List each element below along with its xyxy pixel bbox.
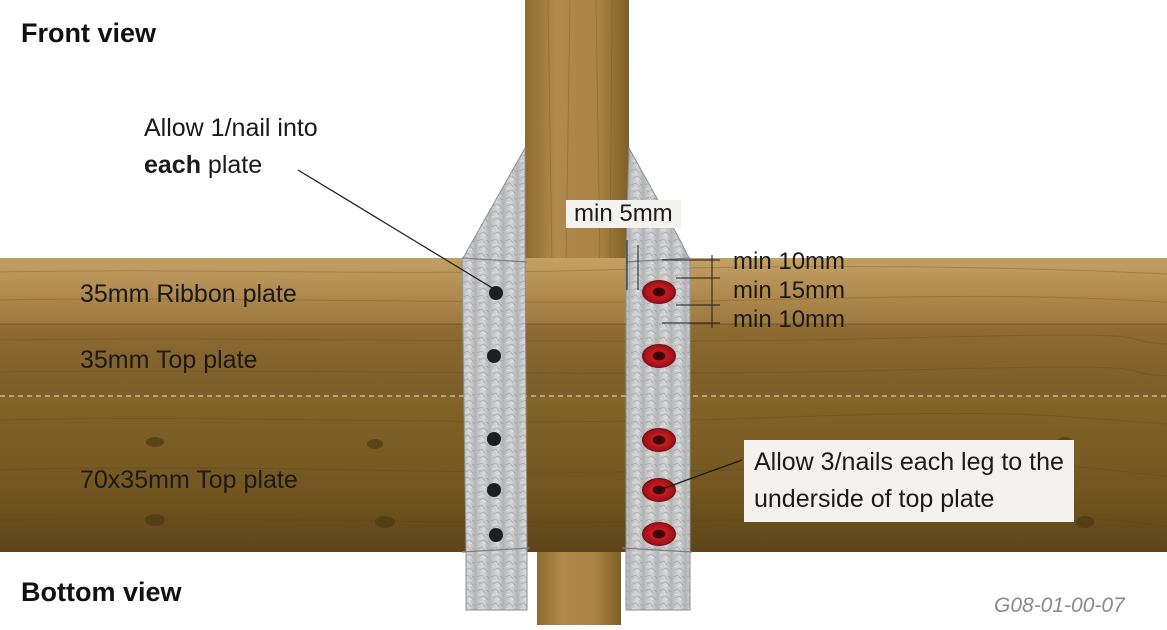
- top-plate: [0, 324, 1167, 396]
- steel-strap-left: [461, 146, 528, 611]
- knot: [145, 514, 165, 526]
- lower-stud: [537, 552, 621, 625]
- callout-bold-each: each: [144, 151, 201, 179]
- callout-nail-each-plate: Allow 1/nail into each plate: [144, 110, 318, 184]
- knot: [1076, 516, 1094, 528]
- figure-code: G08-01-00-07: [994, 594, 1125, 617]
- callout-nails-leg-line2: underside of top plate: [754, 485, 995, 513]
- ribbon-plate-label: 35mm Ribbon plate: [80, 280, 297, 308]
- nail-black: [487, 349, 501, 363]
- dim-min15-label: min 15mm: [733, 277, 846, 304]
- dim-min10-bottom-label: min 10mm: [733, 306, 846, 333]
- callout-nail-each-rest: plate: [200, 151, 263, 179]
- upper-stud-grain: [547, 0, 613, 266]
- top-plate-label: 35mm Top plate: [80, 346, 258, 374]
- nail-red: [642, 522, 676, 546]
- callout-nails-each-leg: Allow 3/nails each leg to the underside …: [744, 440, 1074, 522]
- front-view-title: Front view: [21, 18, 157, 48]
- bottom-view-title: Bottom view: [21, 577, 182, 607]
- nail-red: [642, 344, 676, 368]
- nail-black: [487, 432, 501, 446]
- nail-red: [642, 478, 676, 502]
- strap-bend-left: [461, 257, 528, 263]
- knot: [375, 516, 395, 528]
- nail-red: [642, 428, 676, 452]
- callout-nails-leg-line1: Allow 3/nails each leg to the: [754, 448, 1064, 476]
- dim-min5-label: min 5mm: [566, 200, 681, 228]
- nail-black: [487, 483, 501, 497]
- top-plate-70-label: 70x35mm Top plate: [80, 466, 298, 494]
- strap-bend-bottom: [461, 547, 693, 553]
- callout-nail-each-line1: Allow 1/nail into: [144, 114, 318, 142]
- ribbon-plate: [0, 258, 1167, 324]
- knot: [367, 439, 383, 449]
- strap-bend-right: [625, 257, 691, 263]
- knot: [146, 437, 164, 447]
- callout-nail-each-line2: each plate: [144, 147, 318, 184]
- nail-black: [489, 528, 503, 542]
- nail-red: [642, 280, 676, 304]
- dim-min10-top-label: min 10mm: [733, 248, 846, 275]
- leader-line-nails-leg: [661, 459, 743, 490]
- nail-black: [489, 286, 503, 300]
- leader-line-each-plate: [297, 169, 495, 290]
